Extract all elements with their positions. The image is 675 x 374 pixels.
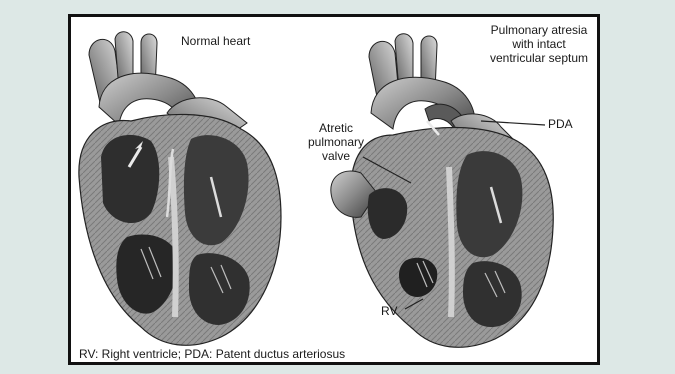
atretic-valve-label: Atretic pulmonary valve <box>303 121 369 163</box>
atresia-title: Pulmonary atresia with intact ventricula… <box>475 23 600 65</box>
normal-heart-drawing <box>79 32 281 346</box>
atresia-heart-drawing <box>331 34 553 348</box>
rv-label: RV <box>381 304 397 318</box>
figure-panel: Normal heart Pulmonary atresia with inta… <box>68 14 600 365</box>
atretic-valve-line-3: valve <box>303 149 369 163</box>
atretic-valve-line-2: pulmonary <box>303 135 369 149</box>
atresia-title-line-2: with intact <box>475 37 600 51</box>
figure-caption: RV: Right ventricle; PDA: Patent ductus … <box>79 347 345 361</box>
atresia-title-line-3: ventricular septum <box>475 51 600 65</box>
atretic-valve-line-1: Atretic <box>303 121 369 135</box>
heart-illustrations <box>71 17 597 362</box>
atresia-title-line-1: Pulmonary atresia <box>475 23 600 37</box>
normal-heart-label: Normal heart <box>181 34 250 48</box>
pda-label: PDA <box>548 117 573 131</box>
